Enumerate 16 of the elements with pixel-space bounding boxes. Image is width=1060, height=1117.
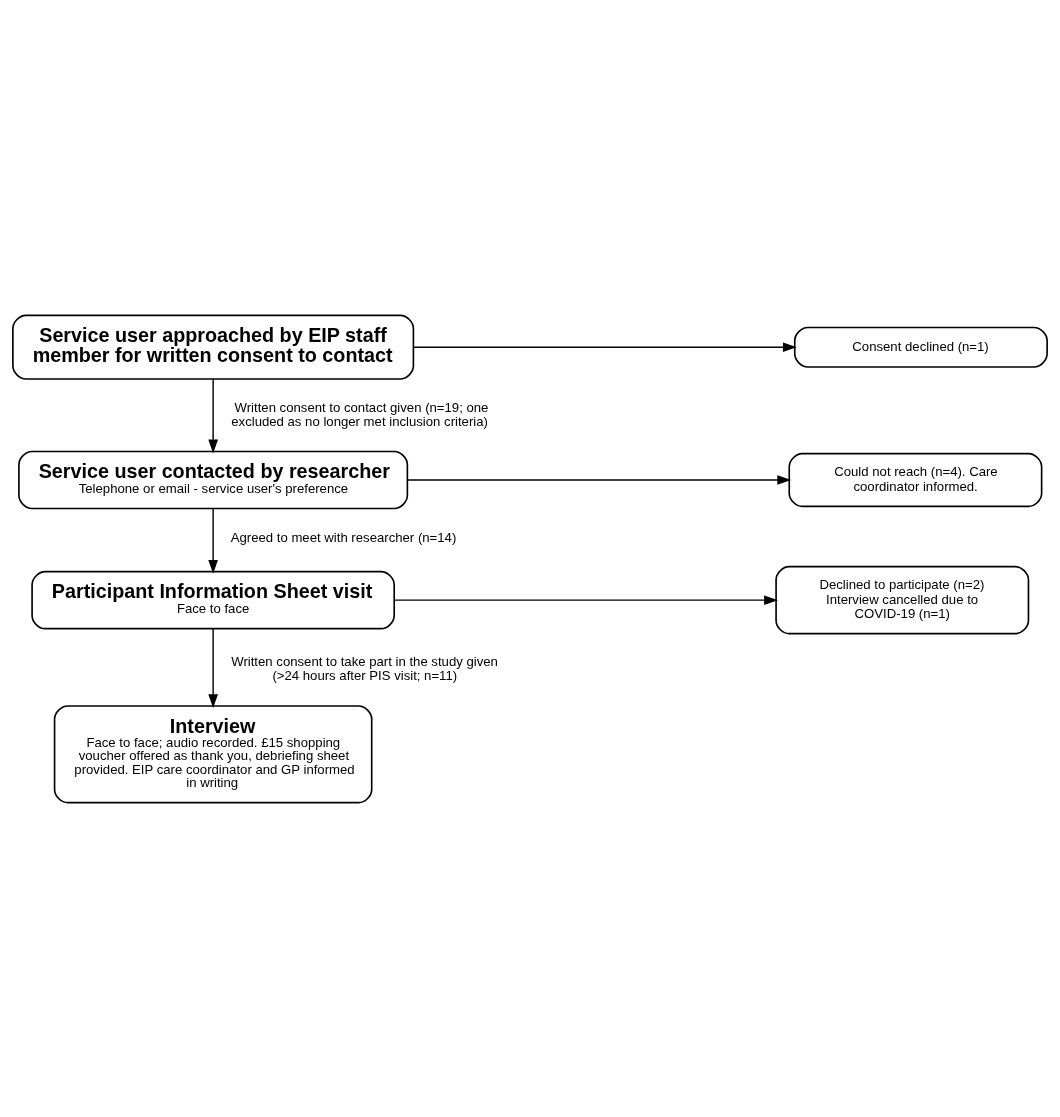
node-box: Declined to participate (n=2) Interview cancelled due to COVID-19 (n=1) xyxy=(775,565,1030,634)
arrow xyxy=(412,341,797,352)
node-box: Service user approached by EIP staff member for written consent to contact xyxy=(12,314,415,380)
node-box: Could not reach (n=4). Care coordinator informed. xyxy=(788,452,1043,507)
edge-label: Written consent to contact given (n=19; one excluded as no longer met inclusion criteria) xyxy=(231,399,489,429)
node-box: Service user contacted by researcher Telephone or email - service user's preference xyxy=(18,450,409,509)
arrow xyxy=(208,378,218,453)
node-box: Consent declined (n=1) xyxy=(793,326,1048,368)
node-box: Participant Information Sheet visit Face to face xyxy=(31,570,396,629)
arrow xyxy=(208,627,218,708)
arrow xyxy=(208,507,218,574)
arrow xyxy=(406,474,792,485)
edge-label: Agreed to meet with researcher (n=14) xyxy=(230,529,457,545)
node-box: Interview Face to face; audio recorded. £15 shopping voucher offered as thank you, debriefing sheet provided. EIP care coordinator and GP informed in writing xyxy=(53,704,373,803)
edge-label: Written consent to take part in the study given (>24 hours after PIS visit; n=11) xyxy=(231,653,498,683)
arrow xyxy=(393,594,778,605)
